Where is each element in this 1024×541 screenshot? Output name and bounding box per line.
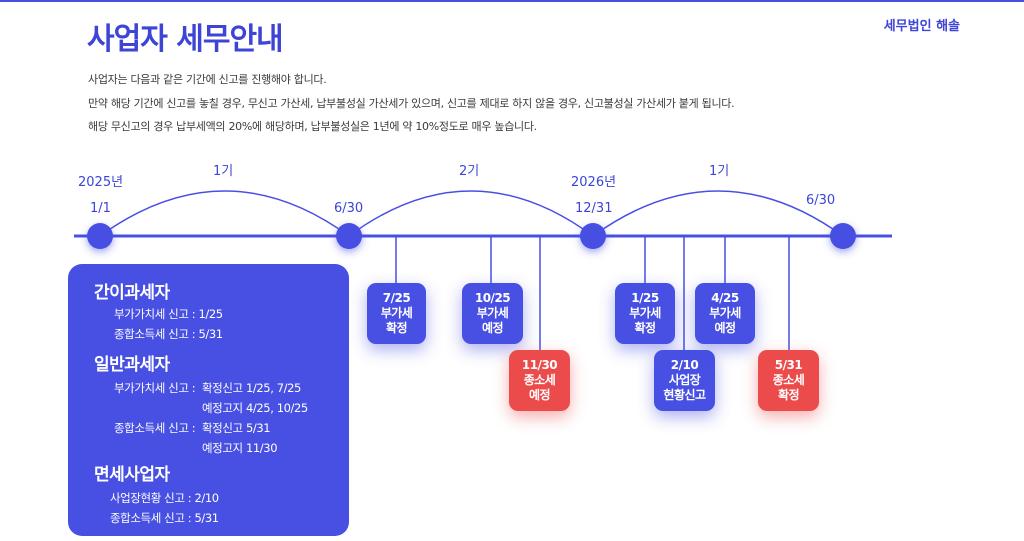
general-vat-value-1: 확정신고 1/25, 7/25 xyxy=(202,381,301,395)
description-line-1: 사업자는 다음과 같은 기간에 신고를 진행해야 합니다. xyxy=(88,73,327,86)
general-vat-value-2: 예정고지 4/25, 10/25 xyxy=(202,401,308,415)
general-income-label: 종합소득세 신고 : xyxy=(114,421,196,435)
timeline-node xyxy=(87,223,113,249)
event-vat-interim-0425: 4/25 부가세 예정 xyxy=(695,283,755,344)
period-label: 1기 xyxy=(709,164,729,179)
timeline-node xyxy=(830,223,856,249)
page-title: 사업자 세무안내 xyxy=(87,22,284,57)
event-vat-final-0125: 1/25 부가세 확정 xyxy=(615,283,675,344)
general-income-value-1: 확정신고 5/31 xyxy=(202,421,271,435)
timeline-node xyxy=(580,223,606,249)
taxpayer-type-panel: 간이과세자 부가가치세 신고 : 1/25 종합소득세 신고 : 5/31 일반… xyxy=(68,264,349,536)
period-label: 2기 xyxy=(459,164,479,179)
exempt-income-line: 종합소득세 신고 : 5/31 xyxy=(110,511,219,525)
description-line-2: 만약 해당 기간에 신고를 놓칠 경우, 무신고 가산세, 납부불성실 가산세가… xyxy=(88,97,735,110)
general-vat-label: 부가가치세 신고 : xyxy=(114,381,196,395)
event-vat-final-0725: 7/25 부가세 확정 xyxy=(367,283,426,344)
period-arc-1 xyxy=(99,190,350,237)
general-income-value-2: 예정고지 11/30 xyxy=(202,441,278,455)
event-vat-interim-1025: 10/25 부가세 예정 xyxy=(462,283,523,344)
date-label: 1/1 xyxy=(90,201,111,216)
year-label: 2025년 xyxy=(78,175,123,190)
date-label: 6/30 xyxy=(334,201,363,216)
date-label: 12/31 xyxy=(575,201,612,216)
period-label: 1기 xyxy=(213,164,233,179)
general-taxpayer-heading: 일반과세자 xyxy=(94,355,170,375)
event-income-tax-final-0531: 5/31 종소세 확정 xyxy=(758,350,819,411)
event-income-tax-interim-1130: 11/30 종소세 예정 xyxy=(509,350,570,411)
top-accent-line xyxy=(0,0,1024,2)
timeline-node xyxy=(336,223,362,249)
date-label: 6/30 xyxy=(806,193,835,208)
simple-taxpayer-heading: 간이과세자 xyxy=(94,283,170,303)
brand-name: 세무법인 해솔 xyxy=(883,19,960,34)
exempt-business-report-line: 사업장현황 신고 : 2/10 xyxy=(110,491,219,505)
description-line-3: 해당 무신고의 경우 납부세액의 20%에 해당하며, 납부불성실은 1년에 약… xyxy=(88,120,537,133)
event-business-report-0210: 2/10 사업장 현황신고 xyxy=(654,350,715,411)
exempt-business-heading: 면세사업자 xyxy=(94,465,170,485)
year-label: 2026년 xyxy=(571,175,616,190)
period-arc-3 xyxy=(592,190,844,237)
period-arc-2 xyxy=(348,190,594,237)
simple-income-line: 종합소득세 신고 : 5/31 xyxy=(114,327,223,341)
simple-vat-line: 부가가치세 신고 : 1/25 xyxy=(114,307,223,321)
